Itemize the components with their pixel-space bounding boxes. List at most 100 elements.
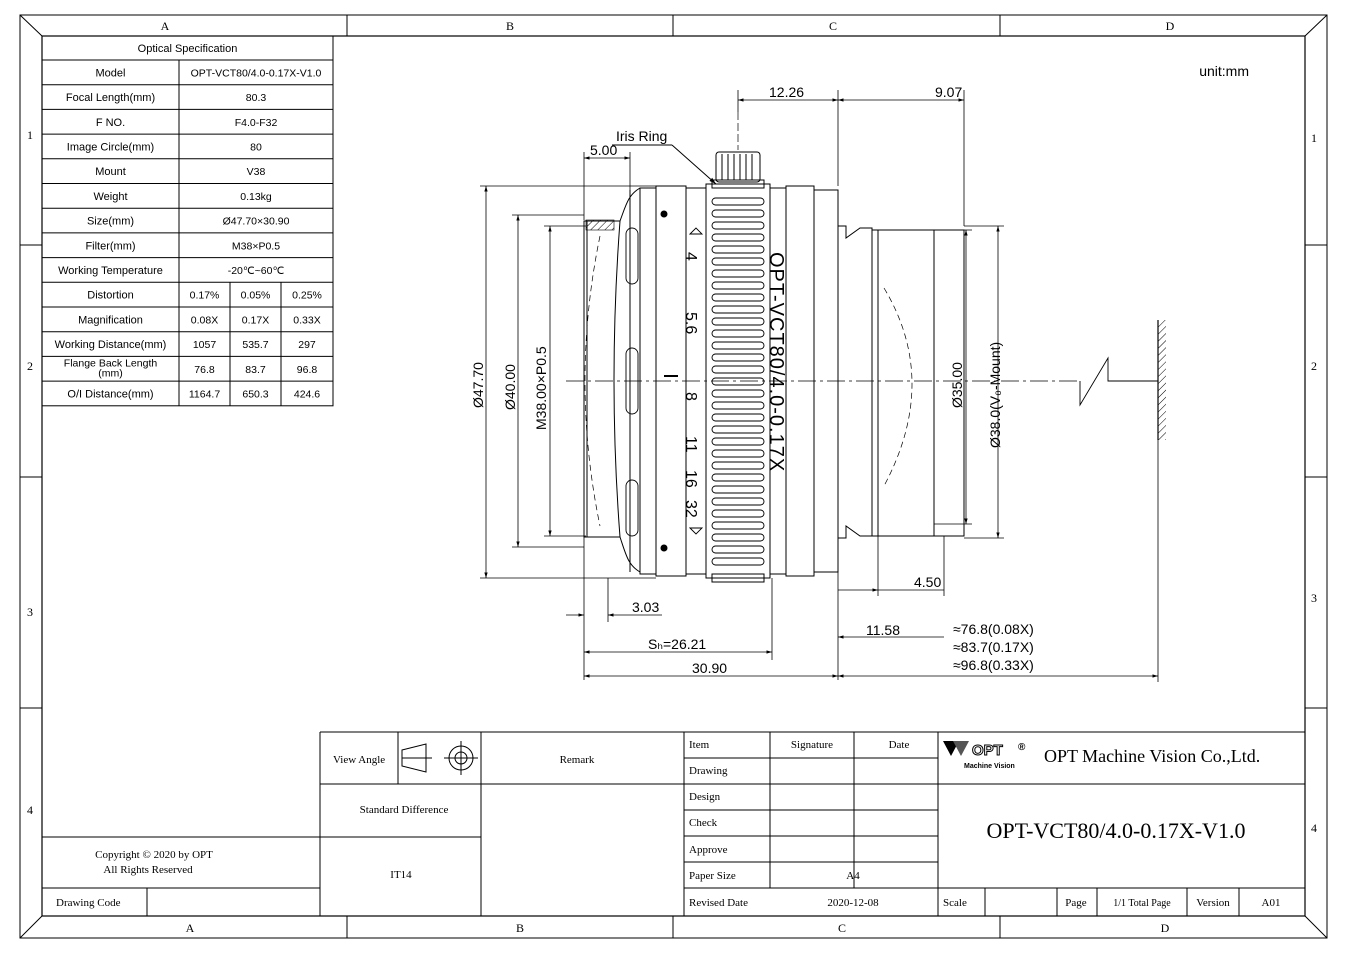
spec-value: 0.25% [292,290,322,302]
knurl-groove [711,545,765,554]
lens-engraving: OPT-VCT80/4.0-0.17X [765,252,787,472]
company-name: OPT Machine Vision Co.,Ltd. [1044,746,1260,766]
row-label-left-2: 2 [27,359,33,373]
f-stop-32: 32 [682,500,699,518]
knurl-groove [711,341,765,350]
spec-label: Flange Back Length [64,357,158,369]
drawing-label: Drawing [689,765,728,777]
spec-value: 0.13kg [240,191,272,203]
spec-value: 0.17% [190,290,220,302]
design-label: Design [689,791,721,803]
row-label-left-4: 4 [27,803,33,817]
row-label-right-1: 1 [1311,131,1317,145]
spec-label: O/I Distance(mm) [67,388,153,400]
date-label: Date [889,739,910,751]
logo-subtitle: Machine Vision [964,763,1015,770]
knurl-groove [711,521,765,530]
spec-title: Optical Specification [138,43,238,55]
dim-dia-40-00: Ø40.00 [502,364,518,410]
iris-ring-knurl [711,197,765,566]
f-stop-8: 8 [682,392,699,401]
signature-label: Signature [791,739,833,751]
spec-value: 297 [298,339,316,351]
paper-size-value: A4 [846,870,860,882]
logo-wordmark: OPT [972,742,1003,759]
lens-drawing [566,112,1166,583]
spec-value: M38×P0.5 [232,240,280,252]
dim-9-07: 9.07 [935,84,962,100]
spec-label: Size(mm) [87,216,134,228]
svg-text:®: ® [1018,742,1026,753]
dim-3-03: 3.03 [632,599,659,615]
spec-value: 1164.7 [189,388,220,400]
approve-label: Approve [689,844,728,856]
revised-date-value: 2020-12-08 [827,897,879,909]
knurl-groove [711,245,765,254]
dim-4-50: 4.50 [914,574,941,590]
copyright-line-1: Copyright © 2020 by OPT [95,849,213,861]
revised-date-label: Revised Date [689,897,748,909]
iris-ring-callout: Iris Ring [612,128,717,185]
spec-value: -20℃~60℃ [228,265,285,277]
spec-value: 80 [250,141,262,153]
spec-label: Weight [93,191,127,203]
spec-label: Focal Length(mm) [66,92,155,104]
spec-value: 650.3 [242,388,268,400]
row-label-right-4: 4 [1311,821,1317,835]
knurl-groove [711,449,765,458]
item-label: Item [689,739,710,751]
view-angle-label: View Angle [333,754,385,766]
spec-label: Distortion [87,290,133,302]
spec-value: V38 [247,166,266,178]
spec-value: 0.17X [242,314,269,326]
f-stop-scale: 4 5.6 8 11 16 32 [682,252,699,518]
total-page-label: 1/1 Total Page [1113,898,1171,909]
spec-label: Mount [95,166,126,178]
spec-value: 0.33X [293,314,320,326]
col-label-bottom-c: C [838,921,846,935]
col-label-bottom-d: D [1161,921,1170,935]
spec-value: 80.3 [246,92,267,104]
knurl-groove [711,257,765,266]
spec-label-unit: (mm) [98,367,123,379]
dimension-lines [480,90,1159,682]
knurl-groove [711,485,765,494]
dim-fb-0-33: ≈96.8(0.33X) [953,657,1034,673]
unit-label: unit:mm [1199,63,1249,79]
knurl-groove [711,221,765,230]
col-label-top-c: C [829,19,837,33]
page-label: Page [1065,897,1087,909]
dim-fb-0-17: ≈83.7(0.17X) [953,639,1034,655]
knurl-groove [711,425,765,434]
f-stop-11: 11 [682,436,699,453]
col-label-top-a: A [161,19,170,33]
dim-dia-35-00: Ø35.00 [949,362,965,408]
spec-value: 424.6 [294,388,320,400]
f-stop-5-6: 5.6 [682,312,699,334]
copyright-line-2: All Rights Reserved [103,864,193,876]
knurl-groove [711,497,765,506]
row-label-right-3: 3 [1311,591,1317,605]
knurl-groove [711,317,765,326]
row-label-right-2: 2 [1311,359,1317,373]
knurl-groove [711,197,765,206]
part-number: OPT-VCT80/4.0-0.17X-V1.0 [987,818,1246,843]
row-label-left-1: 1 [27,128,33,142]
dim-11-58: 11.58 [866,622,900,638]
dim-flange-sh: Sₕ=26.21 [648,636,706,652]
spec-value: 76.8 [194,364,215,376]
version-label: Version [1196,897,1230,909]
knurl-groove [711,293,765,302]
knurl-groove [711,377,765,386]
sheet-frame [19,14,1328,939]
check-label: Check [689,817,718,829]
title-block-text: View Angle Remark Standard Difference IT… [56,739,1280,909]
knurl-groove [711,437,765,446]
spec-label: Filter(mm) [85,240,135,252]
knurl-groove [711,365,765,374]
knurl-groove [711,389,765,398]
knurl-groove [711,233,765,242]
paper-size-label: Paper Size [689,870,736,882]
dim-dia-47-70: Ø47.70 [470,362,486,408]
